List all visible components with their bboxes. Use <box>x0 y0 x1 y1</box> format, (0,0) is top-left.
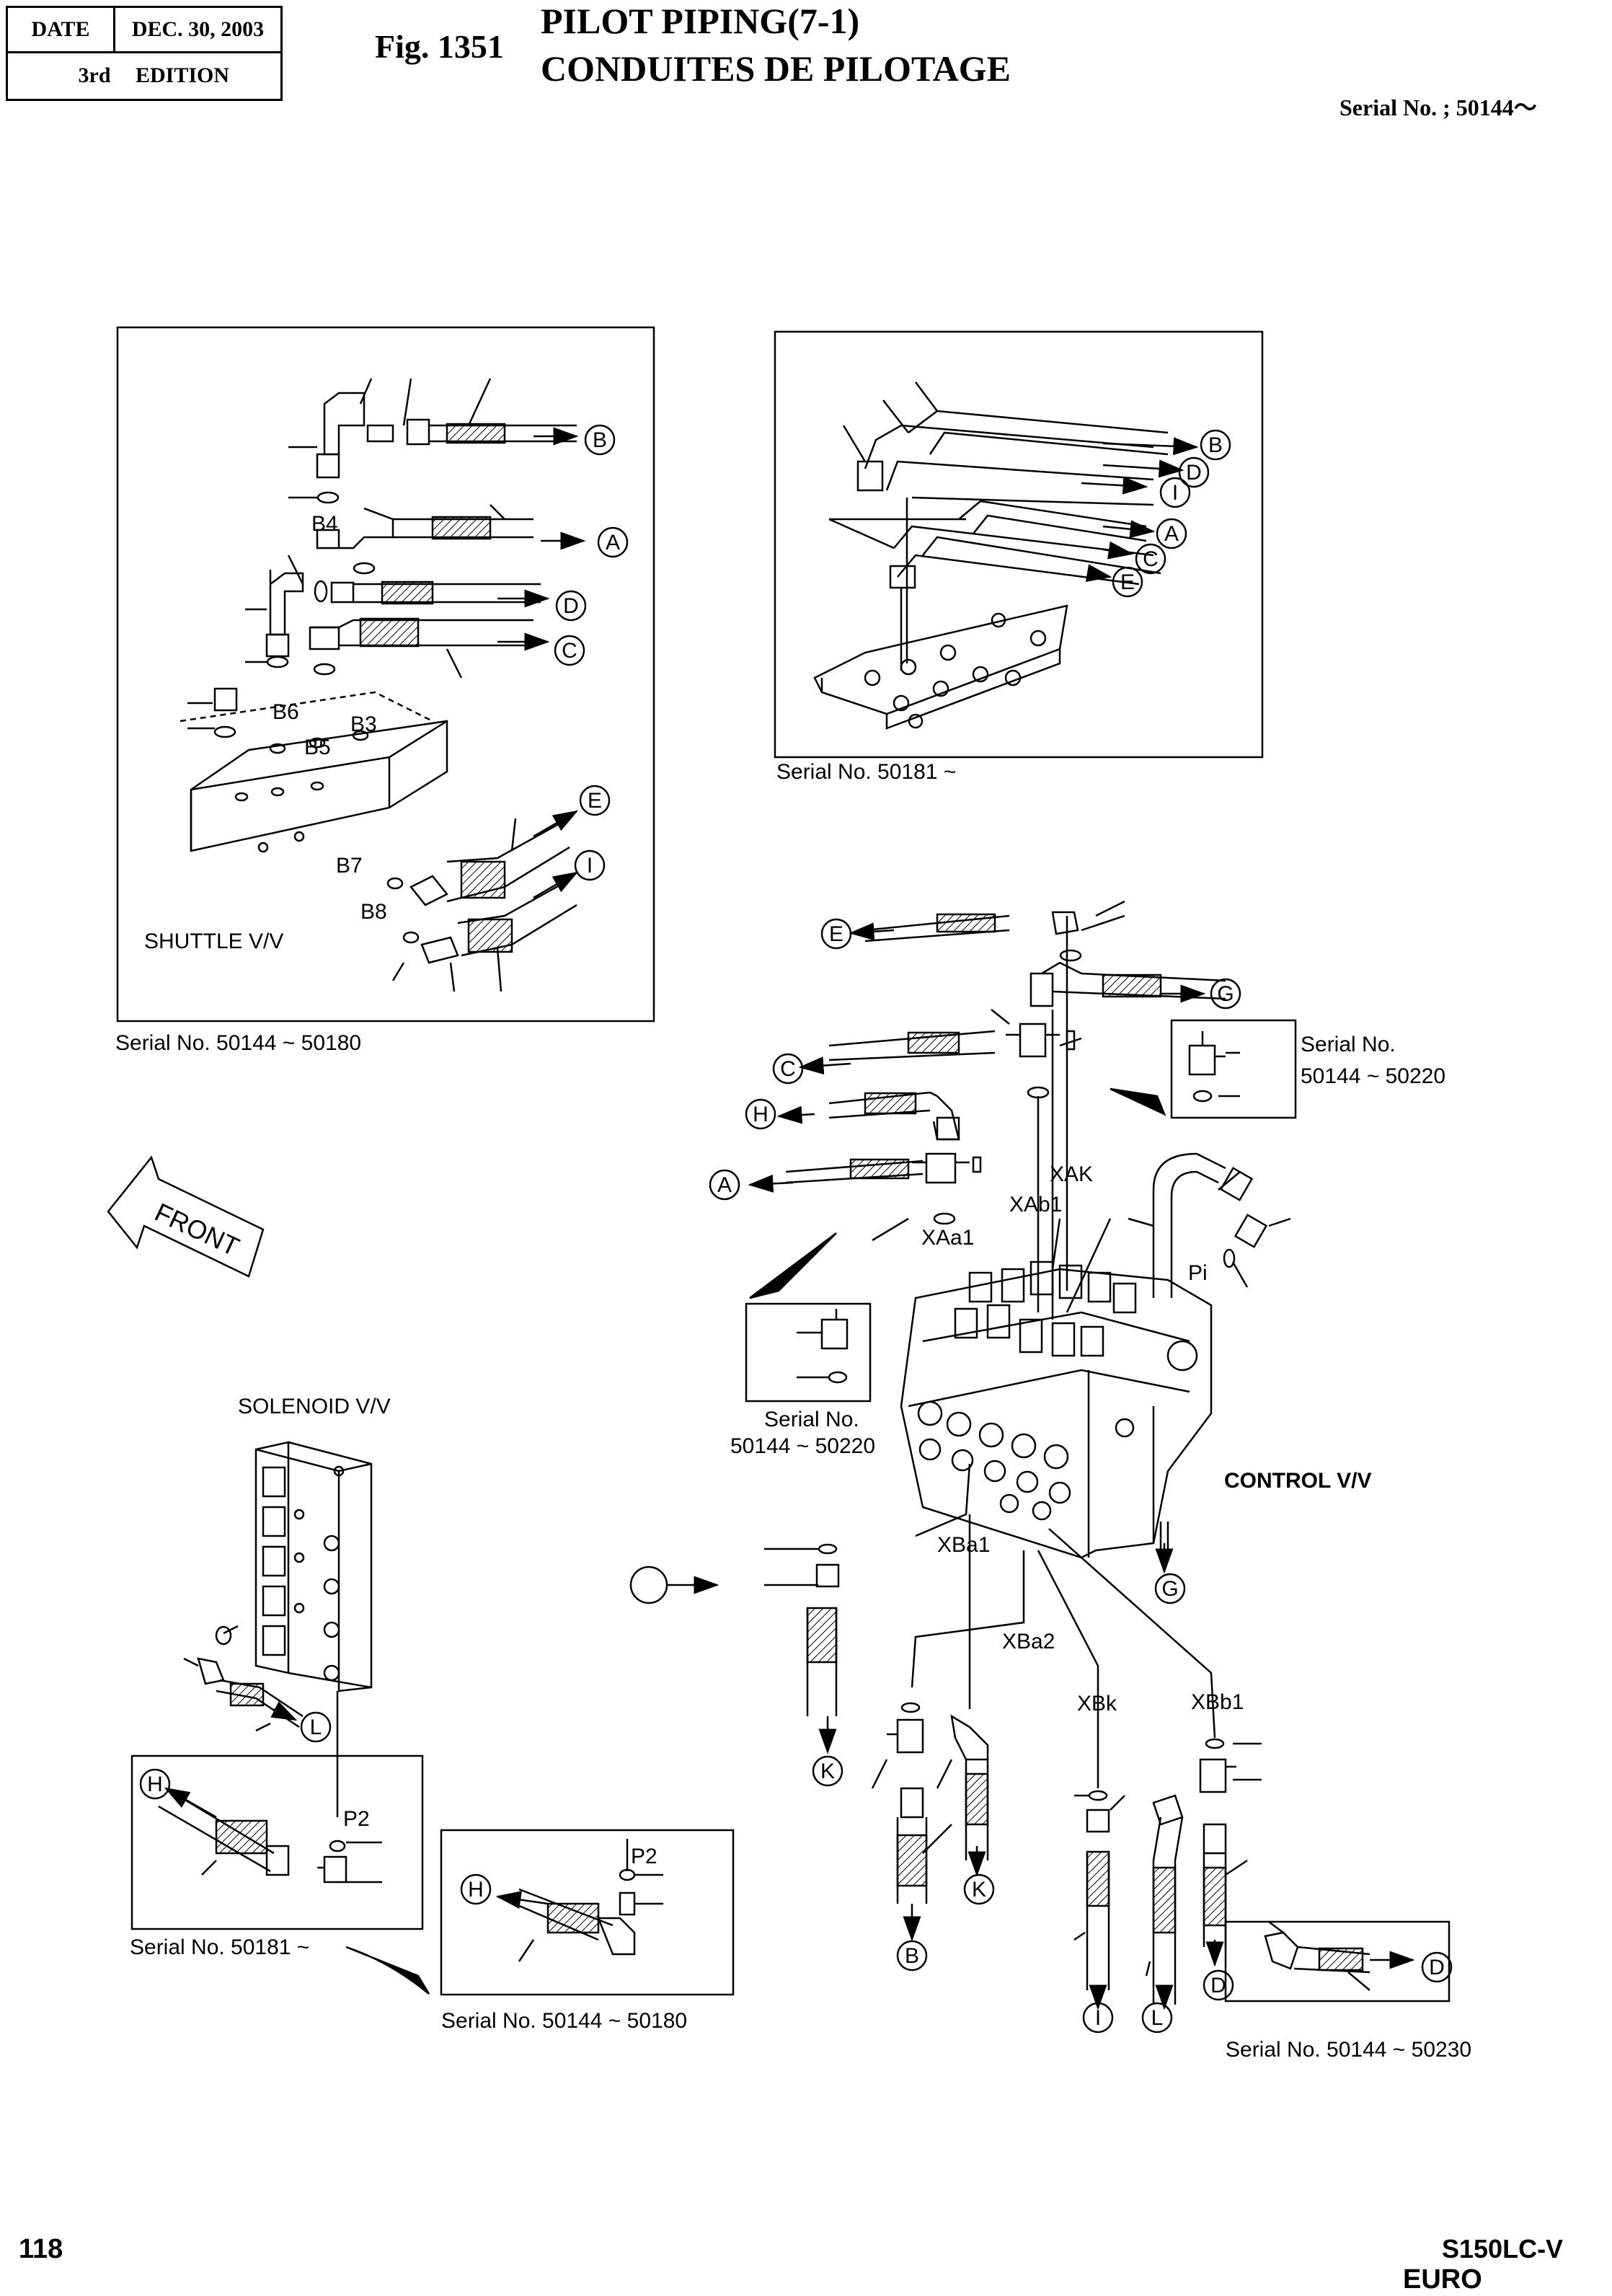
callout-i: I <box>1095 2006 1101 2030</box>
shuttle-valve-title: SHUTTLE V/V <box>144 930 283 953</box>
port-b6: B6 <box>273 700 299 724</box>
front-direction-arrow <box>107 1155 265 1278</box>
callout-k: K <box>820 1759 835 1783</box>
callout-c: C <box>780 1057 796 1081</box>
port-p2: P2 <box>631 1845 657 1868</box>
port-xaa1: XAa1 <box>921 1226 974 1250</box>
callout-d: D <box>1210 1974 1226 1997</box>
port-b4: B4 <box>311 512 338 536</box>
callout-b: B <box>593 428 607 452</box>
date-value: DEC. 30, 2003 <box>131 17 265 41</box>
edition-number: 3rd <box>78 63 111 87</box>
port-b3: B3 <box>350 712 377 736</box>
callout-c: C <box>562 639 577 663</box>
callout-markers <box>139 424 1453 2034</box>
solenoid-old-serial: Serial No. 50144 ~ 50180 <box>441 2009 687 2033</box>
d-hose-serial: Serial No. 50144 ~ 50230 <box>1226 2038 1471 2062</box>
port-b7: B7 <box>336 854 363 878</box>
control-valve-title: CONTROL V/V <box>1224 1469 1371 1493</box>
callout-e: E <box>1120 570 1135 594</box>
solenoid-inset-old <box>440 1829 735 1996</box>
tee-right-serial-line1: Serial No. <box>1301 1033 1396 1056</box>
shuttle-old-serial: Serial No. 50144 ~ 50180 <box>115 1031 361 1055</box>
callout-l: L <box>310 1716 322 1739</box>
port-xbb1: XBb1 <box>1191 1690 1244 1714</box>
control-valve-body <box>900 1152 1291 1574</box>
port-xba1: XBa1 <box>937 1533 990 1557</box>
tee-right-serial-line2: 50144 ~ 50220 <box>1301 1064 1445 1088</box>
page-title: PILOT PIPING(7-1) <box>541 1 860 41</box>
callout-b: B <box>905 1944 919 1968</box>
callout-g: G <box>1161 1577 1178 1601</box>
callout-h: H <box>753 1103 769 1126</box>
port-xba2: XBa2 <box>1002 1630 1055 1653</box>
callout-l: L <box>1151 2006 1164 2030</box>
callout-h: H <box>468 1878 484 1902</box>
port-b8: B8 <box>360 900 387 924</box>
callout-d: D <box>1186 461 1202 485</box>
callout-k: K <box>972 1878 986 1902</box>
lower-hose-assembly <box>629 1463 1262 2010</box>
callout-h: H <box>147 1772 163 1796</box>
solenoid-valve-title: SOLENOID V/V <box>238 1395 391 1418</box>
tee-left-serial-line2: 50144 ~ 50220 <box>730 1434 875 1458</box>
solenoid-new-serial: Serial No. 50181 ~ <box>130 1935 309 1959</box>
callout-a: A <box>606 531 620 555</box>
date-edition-box: DATE DEC. 30, 2003 3rd EDITION <box>6 6 283 101</box>
callout-d: D <box>1429 1956 1445 1979</box>
callout-d: D <box>563 594 579 618</box>
brand-name: EURO DAEWOO <box>1403 2264 1529 2296</box>
port-pi: Pi <box>1188 1261 1208 1285</box>
page-subtitle: CONDUITES DE PILOTAGE <box>541 48 1011 89</box>
callout-a: A <box>717 1173 732 1197</box>
callout-b: B <box>1208 433 1223 457</box>
date-label: DATE <box>31 17 90 41</box>
port-xak: XAK <box>1050 1162 1093 1186</box>
model-name: S150LC-V <box>1442 2234 1564 2264</box>
callout-e: E <box>829 922 843 946</box>
port-xbk: XBk <box>1077 1692 1117 1716</box>
port-b5: B5 <box>304 736 331 759</box>
figure-number: Fig. 1351 <box>375 28 504 65</box>
solenoid-inset-new <box>130 1754 430 1995</box>
callout-g: G <box>1217 982 1234 1006</box>
tee-inset-left <box>745 1232 872 1403</box>
d-hose-inset <box>1224 1920 1451 2003</box>
callout-c: C <box>1143 547 1159 571</box>
callout-a: A <box>1164 522 1179 546</box>
upper-pipe-assembly <box>748 900 1226 1320</box>
tee-left-serial-line1: Serial No. <box>764 1408 859 1431</box>
diagram-labels: B A D C E I B D I A C E E G C H A G L H … <box>115 428 1471 2062</box>
tee-inset-right <box>1110 1019 1297 1119</box>
serial-range: Serial No. ; 50144～ <box>1339 94 1537 120</box>
shuttle-new-serial: Serial No. 50181 ~ <box>776 760 956 784</box>
solenoid-valve-body <box>183 1441 373 1817</box>
shuttle-valve-inset-new <box>774 330 1264 759</box>
callout-i: I <box>587 854 593 878</box>
shuttle-valve-inset-old <box>116 326 655 1023</box>
port-xab1: XAb1 <box>1009 1193 1062 1217</box>
port-p2: P2 <box>343 1807 370 1831</box>
callout-e: E <box>588 789 602 813</box>
page-number: 118 <box>19 2234 63 2264</box>
callout-i: I <box>1172 481 1178 505</box>
edition-label: EDITION <box>135 63 230 87</box>
